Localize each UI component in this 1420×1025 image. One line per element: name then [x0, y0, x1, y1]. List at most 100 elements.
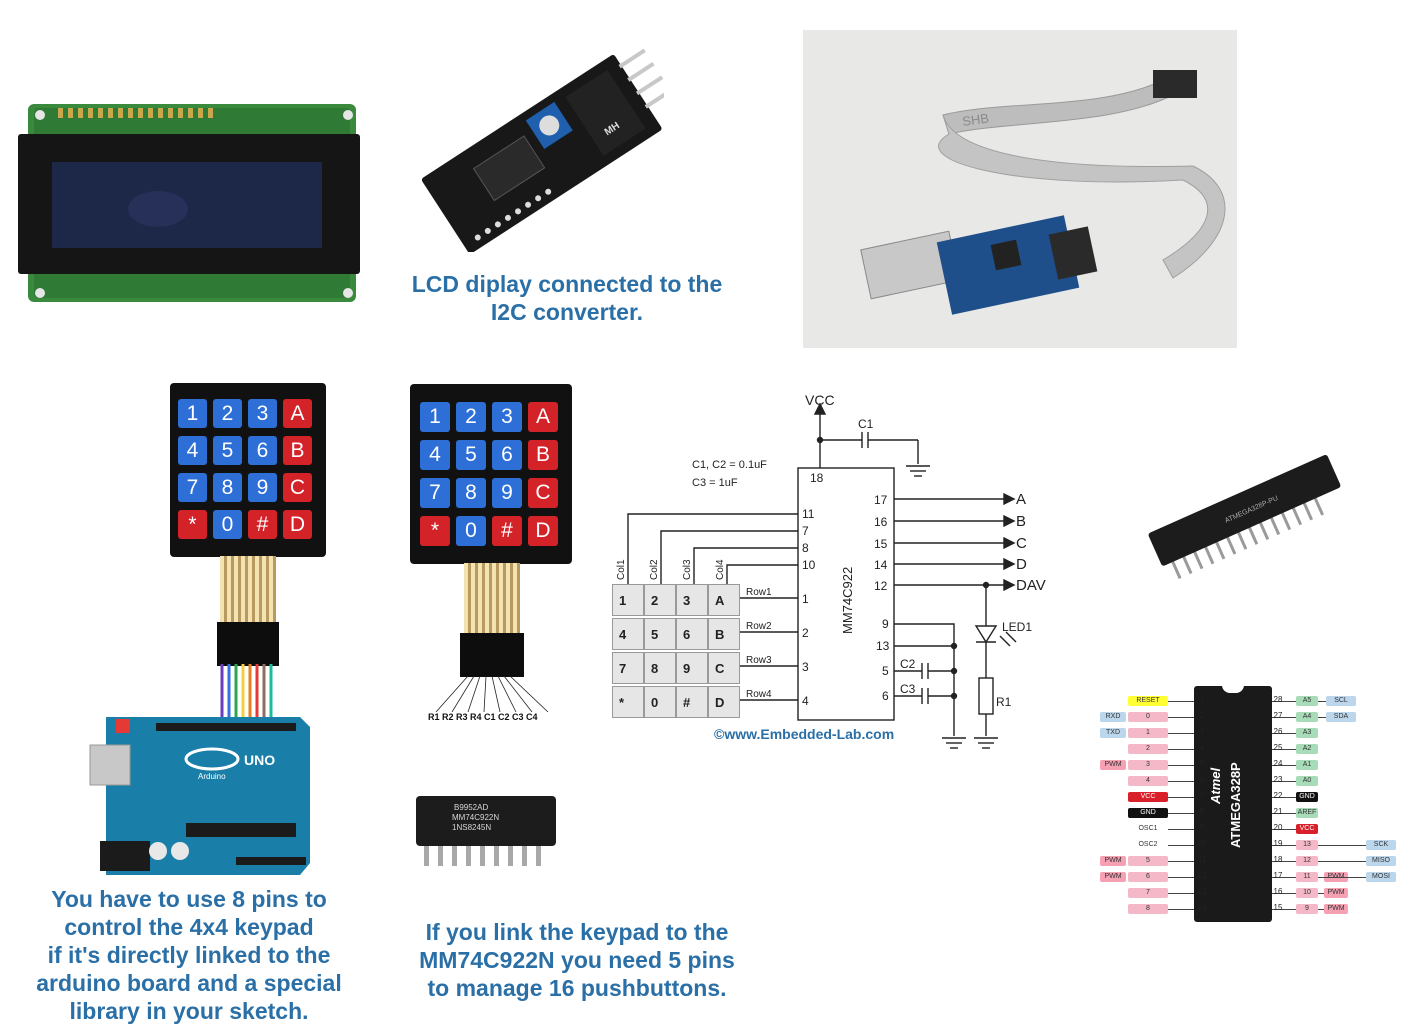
pin-function-left: PWM	[1100, 872, 1126, 882]
pin-lead	[1272, 765, 1286, 766]
pin-13: 13	[876, 639, 890, 653]
pin-number-right: 21	[1273, 807, 1283, 816]
pin-lead	[1180, 749, 1194, 750]
pin-lead	[1318, 701, 1326, 702]
credit-label: ©www.Embedded-Lab.com	[714, 726, 894, 742]
pin-label-right: A5	[1296, 696, 1318, 706]
keypad-key: 4	[420, 440, 450, 470]
pin-lead	[1318, 893, 1324, 894]
pin-function-right: SCL	[1326, 696, 1356, 706]
pin-function-left: TXD	[1100, 728, 1126, 738]
row2-label: Row2	[746, 621, 772, 632]
pin-pwm-right: PWM	[1324, 888, 1348, 898]
grid-key: 9	[676, 652, 708, 684]
pin-label-left: 2	[1128, 744, 1168, 754]
pin-label-right: 12	[1296, 856, 1318, 866]
keypad-key: 7	[178, 473, 207, 502]
pin-lead	[1286, 733, 1296, 734]
grid-key: 6	[676, 618, 708, 650]
keypad-key: 7	[420, 478, 450, 508]
mm74c922n-chip-photo: B9952AD MM74C922N 1NS8245N	[414, 790, 558, 868]
pin-label-left: OSC1	[1128, 824, 1168, 834]
pin-lead	[1168, 749, 1180, 750]
pin-label-left: RESET	[1128, 696, 1168, 706]
grid-key: 8	[644, 652, 676, 684]
pin-lead	[1168, 733, 1180, 734]
keypad-key: C	[528, 478, 558, 508]
pin-label-left: GND	[1128, 808, 1168, 818]
pin-label-left: 6	[1128, 872, 1168, 882]
lcd-caption-line-2: I2C converter.	[490, 299, 644, 325]
pin-function-left: PWM	[1100, 760, 1126, 770]
grid-key: #	[676, 686, 708, 718]
pin-lead	[1180, 765, 1194, 766]
keypad-key: 9	[492, 478, 522, 508]
r1-label: R1	[996, 695, 1012, 709]
pin-label-left: 7	[1128, 888, 1168, 898]
pin-function-right: MISO	[1366, 856, 1396, 866]
col4-label: Col4	[715, 559, 726, 580]
keypad-pin-fan	[435, 676, 549, 712]
pin-3: 3	[802, 660, 809, 674]
pin-lead	[1286, 749, 1296, 750]
pin-lead	[1272, 893, 1286, 894]
pin-lead	[1180, 733, 1194, 734]
pin-4: 4	[802, 694, 809, 708]
vcc-label: VCC	[805, 392, 835, 408]
keypad-ribbon-direct	[220, 556, 276, 624]
row4-label: Row4	[746, 689, 772, 700]
pin-label-right: GND	[1296, 792, 1318, 802]
pin-lead	[1272, 909, 1286, 910]
keypad-encoder-caption-line-1: If you link the keypad to the	[425, 919, 729, 945]
pin-number-right: 23	[1273, 775, 1283, 784]
pin-lead	[1286, 717, 1296, 718]
pin-label-left: 0	[1128, 712, 1168, 722]
keypad-direct-caption-line-1: You have to use 8 pins to	[51, 886, 327, 912]
pin-lead	[1180, 845, 1194, 846]
grid-key: 3	[676, 584, 708, 616]
keypad-key: 5	[456, 440, 486, 470]
pin-label-right: 11	[1296, 872, 1318, 882]
keypad-pin-labels: R1 R2 R3 R4 C1 C2 C3 C4	[428, 712, 538, 722]
keypad-direct-caption-line-2: control the 4x4 keypad	[64, 914, 314, 940]
pin-lead	[1168, 845, 1180, 846]
keypad-key: 5	[213, 436, 242, 465]
pin-lead	[1286, 829, 1296, 830]
pin-lead	[1318, 717, 1326, 718]
pin-number-left: 13	[1197, 887, 1207, 896]
cap-value-2: C3 = 1uF	[692, 477, 738, 489]
keypad-direct-caption-line-3: if it's directly linked to the	[47, 942, 331, 968]
pin-lead	[1180, 909, 1194, 910]
pin-number-right: 20	[1273, 823, 1283, 832]
lcd-module-image	[18, 104, 360, 304]
row1-label: Row1	[746, 587, 772, 598]
pin-lead	[1180, 813, 1194, 814]
pin-number-left: 7	[1199, 791, 1205, 800]
pin-number-left: 2	[1199, 711, 1205, 720]
pin-number-left: 1	[1199, 695, 1205, 704]
grid-key: 5	[644, 618, 676, 650]
keypad-direct-caption: You have to use 8 pins to control the 4x…	[14, 885, 364, 1025]
pin-11: 11	[802, 507, 815, 521]
pin-label-right: 9	[1296, 904, 1318, 914]
keypad-key: B	[528, 440, 558, 470]
pin-lead	[1318, 909, 1324, 910]
pin-number-right: 28	[1273, 695, 1283, 704]
arduino-brand-label: Arduino	[198, 772, 226, 781]
keypad-key: D	[283, 510, 312, 539]
pin-number-right: 16	[1273, 887, 1283, 896]
pin-label-right: 13	[1296, 840, 1318, 850]
keypad-key: 1	[178, 399, 207, 428]
pin-lead	[1272, 861, 1286, 862]
pin-5: 5	[882, 664, 889, 678]
pin-number-left: 8	[1199, 807, 1205, 816]
pin-number-left: 5	[1199, 759, 1205, 768]
keypad-key: 2	[213, 399, 242, 428]
grid-key: D	[708, 686, 740, 718]
col1-label: Col1	[616, 559, 627, 580]
keypad-key: A	[283, 399, 312, 428]
pin-number-left: 3	[1199, 727, 1205, 736]
output-dav: DAV	[1016, 577, 1046, 594]
c2-label: C2	[900, 657, 916, 671]
